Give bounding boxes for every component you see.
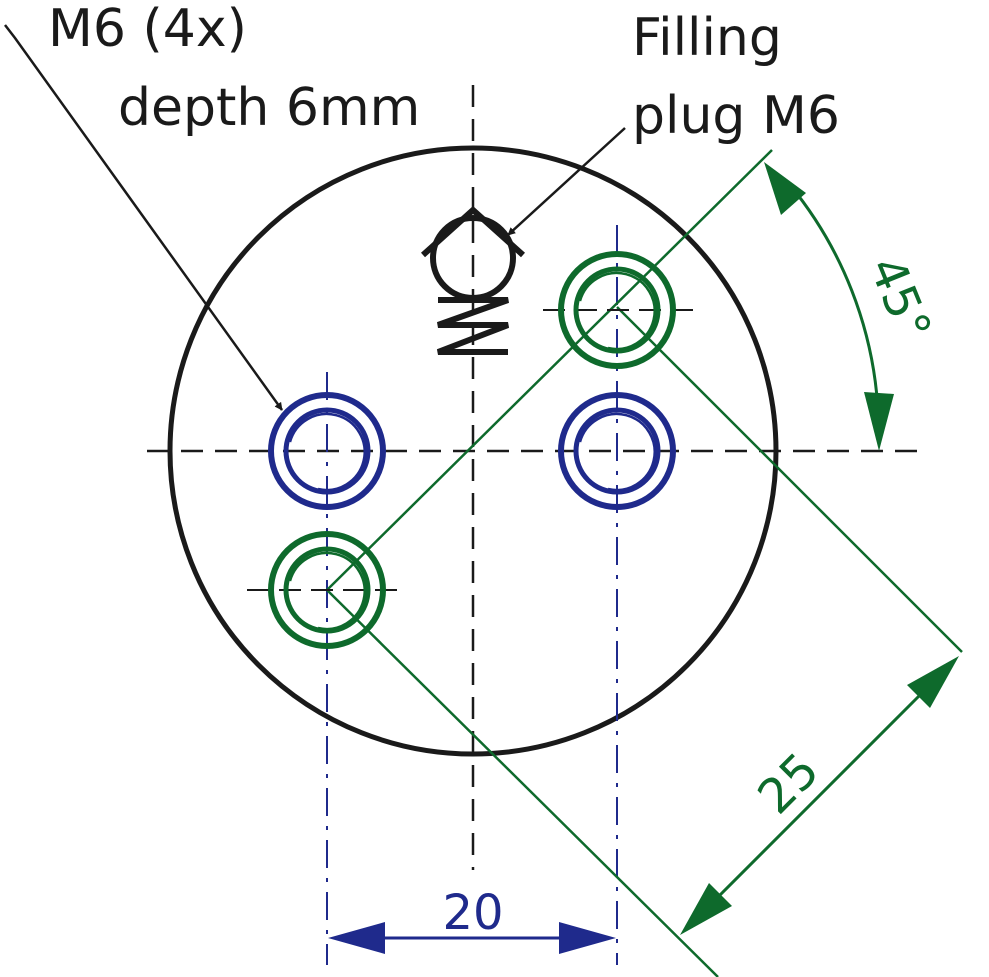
lower-left-threaded-hole (268, 531, 386, 649)
diagonal-hole-line (326, 149, 773, 591)
angle-dimension-45 (764, 162, 894, 451)
filling-plug-label-line1: Filling (632, 8, 782, 68)
right-threaded-hole (558, 392, 676, 510)
filling-plug-label-line2: plug M6 (632, 86, 840, 146)
thread-depth-label: depth 6mm (118, 78, 420, 138)
left-threaded-hole (268, 392, 386, 510)
horizontal-dimension-value: 20 (442, 885, 503, 941)
filling-plug-leader (507, 127, 626, 236)
diagonal-dimension-extension-lower (326, 589, 719, 977)
thread-label-leader (4, 24, 284, 411)
diagonal-dimension-25 (680, 656, 959, 935)
upper-right-threaded-hole (558, 251, 676, 369)
diagonal-dimension-extension-upper (616, 306, 963, 653)
filling-plug-symbol (420, 205, 526, 355)
thread-spec-label: M6 (4x) (48, 0, 247, 59)
horizontal-dimension-20 (328, 922, 616, 954)
angle-dimension-value: 45° (858, 249, 942, 349)
diagonal-dimension-value: 25 (747, 742, 830, 825)
